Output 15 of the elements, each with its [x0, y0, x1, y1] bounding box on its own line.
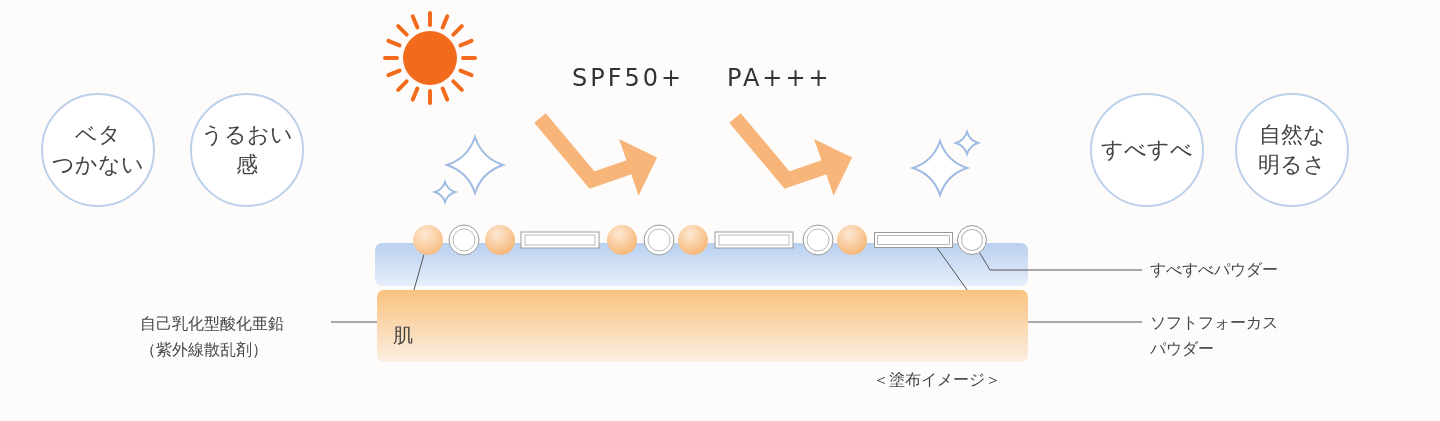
callout-label: ソフトフォーカスパウダー [1150, 310, 1310, 362]
flake-particle [874, 232, 953, 248]
benefit-circle: すべすべ [1090, 93, 1204, 207]
benefit-circle: ベタつかない [41, 93, 155, 207]
callout-label: 自己乳化型酸化亜鉛（紫外線散乱剤） [140, 311, 330, 363]
skin-layer: 肌 [377, 290, 1028, 362]
benefit-circle: うるおい感 [190, 93, 304, 207]
zinc-oxide-particle [413, 225, 443, 255]
rating-label: SPF50+ [572, 64, 685, 92]
leader-line [979, 252, 1143, 271]
caption-label: ＜塗布イメージ＞ [873, 370, 1001, 391]
powder-particle [957, 225, 987, 255]
benefit-circle: 自然な明るさ [1235, 93, 1349, 207]
callout-label: すべすべパウダー [1150, 257, 1310, 283]
rating-label: PA+++ [727, 64, 832, 92]
